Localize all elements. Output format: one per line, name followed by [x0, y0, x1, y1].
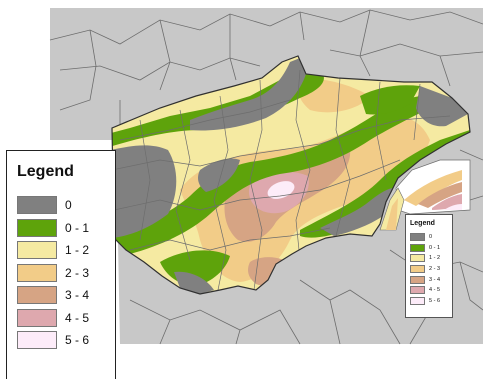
legend-small: Legend 0 0 - 1 1 - 2 2 - 3 3 - 4 4 - 5 5 [405, 214, 453, 318]
zone-0-d [320, 188, 392, 236]
legend-label: 2 - 3 [429, 266, 441, 273]
zone-0-e [416, 86, 468, 127]
legend-swatch [410, 233, 425, 241]
legend-swatch [410, 275, 425, 284]
zone-0-c [198, 158, 240, 192]
legend-swatch [410, 254, 425, 263]
legend-item: 5 - 6 [410, 296, 440, 306]
legend-item: 3 - 4 [410, 275, 440, 285]
legend-label: 0 - 1 [65, 220, 90, 235]
zone-0-f [174, 271, 214, 294]
legend-swatch [410, 243, 425, 252]
legend-item: 0 - 1 [17, 217, 89, 239]
legend-label: 5 - 6 [65, 333, 90, 347]
legend-item: 0 [410, 232, 440, 242]
legend-title: Legend [410, 220, 435, 227]
legend-label: 4 - 5 [65, 310, 90, 325]
legend-item: 1 - 2 [410, 253, 440, 263]
contour-zones [112, 56, 470, 294]
zone-0-1-a [112, 60, 324, 150]
legend-label: 4 - 5 [429, 287, 441, 294]
legend-item: 5 - 6 [17, 329, 89, 351]
legend-item: 2 - 3 [17, 262, 89, 284]
legend-item: 0 [17, 194, 89, 216]
zone-5-6 [267, 181, 295, 199]
legend-label: 1 - 2 [429, 255, 441, 262]
legend-items: 0 0 - 1 1 - 2 2 - 3 3 - 4 4 - 5 5 - 6 [17, 194, 89, 352]
legend-large: Legend 0 0 - 1 1 - 2 2 - 3 3 - 4 4 - 5 5 [6, 150, 116, 379]
legend-swatch [410, 286, 425, 295]
zone-0-1-b [112, 96, 430, 254]
county-lines [49, 9, 483, 345]
legend-label: 1 - 2 [65, 243, 90, 257]
legend-label: 0 [429, 234, 433, 240]
zone-0-a [112, 145, 177, 238]
state-outline [111, 55, 471, 295]
zone-0-b [190, 58, 306, 131]
legend-label: 5 - 6 [429, 298, 441, 305]
legend-items: 0 0 - 1 1 - 2 2 - 3 3 - 4 4 - 5 5 - 6 [410, 232, 440, 307]
legend-item: 4 - 5 [410, 285, 440, 295]
legend-swatch [17, 331, 57, 349]
legend-label: 0 [65, 198, 72, 212]
zone-0-1-e [360, 85, 420, 115]
legend-swatch [17, 218, 57, 237]
legend-swatch [17, 308, 57, 327]
legend-item: 0 - 1 [410, 243, 440, 253]
region-county-lines [112, 69, 451, 291]
legend-item: 3 - 4 [17, 284, 89, 306]
legend-item: 2 - 3 [410, 264, 440, 274]
coastal-inset [379, 159, 471, 231]
legend-label: 3 - 4 [429, 276, 441, 283]
legend-label: 0 - 1 [429, 244, 441, 251]
legend-swatch [17, 196, 57, 214]
legend-label: 3 - 4 [65, 288, 90, 302]
legend-label: 2 - 3 [65, 265, 90, 280]
legend-title: Legend [17, 163, 74, 180]
legend-item: 4 - 5 [17, 307, 89, 329]
legend-swatch [17, 263, 57, 282]
legend-swatch [410, 265, 425, 274]
legend-swatch [410, 297, 425, 306]
legend-swatch [17, 286, 57, 304]
legend-swatch [17, 241, 57, 259]
legend-item: 1 - 2 [17, 239, 89, 261]
